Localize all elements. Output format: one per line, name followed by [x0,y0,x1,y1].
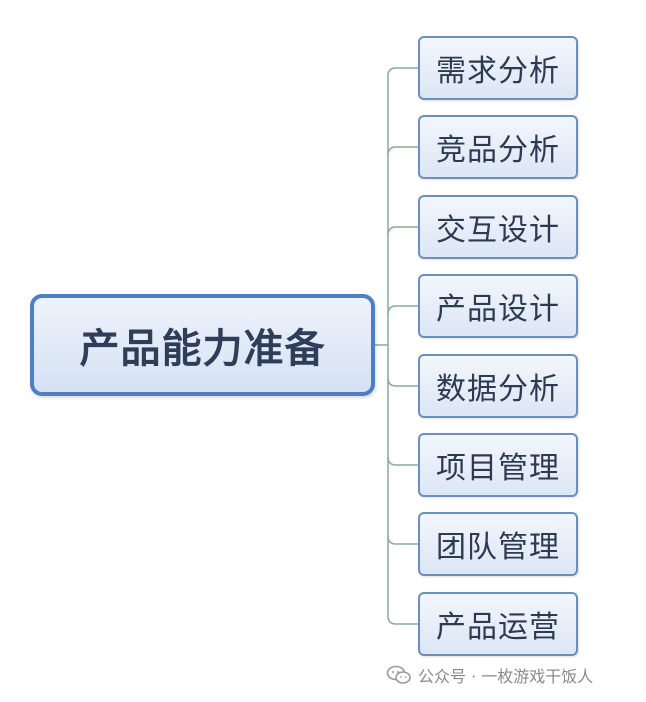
wechat-icon [386,665,411,684]
child-node-2: 竞品分析 [418,115,578,179]
root-node: 产品能力准备 [30,294,375,396]
watermark-text: 公众号 · 一枚游戏干饭人 [418,667,594,686]
branch-line-6 [387,456,418,466]
branch-line-7 [387,535,418,545]
child-label: 项目管理 [436,451,560,486]
branch-line-8 [387,615,418,625]
child-node-8: 产品运营 [418,592,578,656]
child-label: 数据分析 [436,372,560,407]
child-node-1: 需求分析 [418,36,578,100]
branch-line-4 [387,305,418,315]
child-node-3: 交互设计 [418,195,578,259]
branch-line-1 [387,67,418,77]
branch-line-3 [387,226,418,236]
root-label: 产品能力准备 [79,326,326,372]
child-label: 产品运营 [436,610,560,645]
child-label: 竞品分析 [436,133,560,168]
child-node-7: 团队管理 [418,512,578,576]
branch-line-2 [387,146,418,156]
child-label: 团队管理 [436,530,560,565]
child-node-4: 产品设计 [418,274,578,338]
child-label: 交互设计 [436,213,560,248]
child-label: 需求分析 [436,54,560,89]
branch-line-5 [387,377,418,387]
watermark: 公众号 · 一枚游戏干饭人 [386,662,593,688]
child-label: 产品设计 [436,292,560,327]
child-node-5: 数据分析 [418,354,578,418]
child-node-6: 项目管理 [418,433,578,497]
